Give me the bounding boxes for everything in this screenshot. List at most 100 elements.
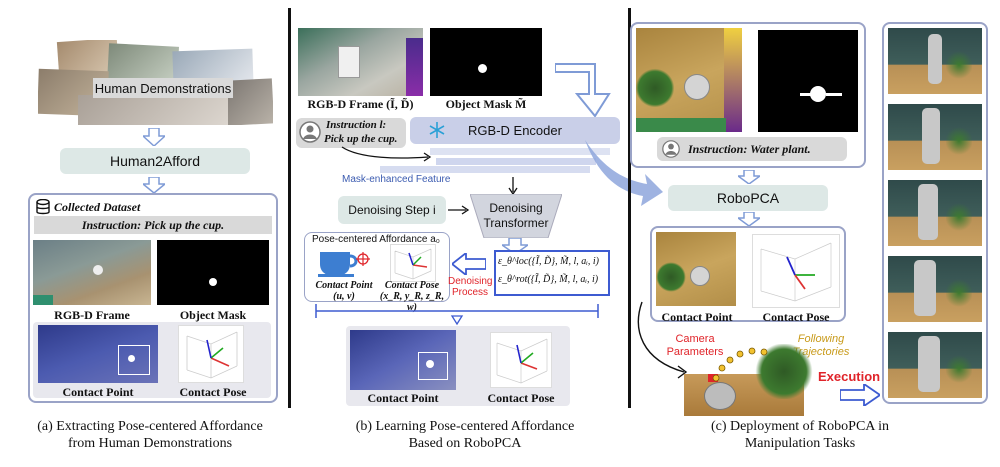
denoising-process-line1: Denoising: [448, 276, 493, 287]
denoising-step-box: Denoising Step i: [338, 196, 446, 224]
instruction-label: Instruction: Pick up the cup.: [81, 217, 225, 232]
eps-loc: ε_θ^loc({Ĩ, D̃}, M̃, l, aᵢ, i): [498, 256, 599, 267]
contact-point-text: Contact Point(u, v): [314, 280, 374, 302]
down-arrow-icon: [738, 170, 760, 184]
human2afford-box: Human2Afford: [60, 148, 250, 174]
caption-a-line1: (a) Extracting Pose-centered Affordance: [37, 419, 263, 434]
task-instruction-label: Instruction: Water plant.: [688, 142, 811, 156]
contact-pose-line2: (x_R, y_R, z_R, w): [379, 291, 445, 313]
camera-parameters-line1: Camera: [675, 333, 715, 345]
camera-parameters-line2: Parameters: [666, 346, 724, 358]
task-rgb-image: [636, 28, 742, 132]
feature-arrow: [508, 177, 518, 195]
rgbd-frame-label: RGB-D Frame: [54, 308, 130, 322]
execution-frame-4: [888, 256, 982, 322]
result-contact-image: [350, 330, 456, 390]
epsilon-box: [494, 250, 610, 296]
contact-point-image: [38, 325, 158, 383]
rgbd-frame-image-b: [298, 28, 423, 96]
caption-b-line2: Based on RoboPCA: [408, 436, 522, 451]
mask-enhanced-feature-label: Mask-enhanced Feature: [342, 174, 451, 185]
rgbd-encoder-box: RGB-D Encoder: [410, 117, 620, 144]
feature-bar-2: [436, 158, 596, 165]
user-icon: [299, 121, 321, 143]
contact-pose-label: Contact Pose: [179, 385, 247, 399]
robopca-box: RoboPCA: [668, 185, 828, 211]
denoising-transformer-line2: Transformer: [483, 216, 549, 230]
contact-pose-line1: Contact Pose: [384, 280, 440, 291]
execution-frame-3: [888, 180, 982, 246]
task-mask-image: [758, 30, 858, 132]
execution-label: Execution: [818, 369, 881, 384]
down-arrow-icon: [143, 177, 165, 193]
caption-b: (b) Learning Pose-centered Affordance Ba…: [300, 418, 630, 452]
trajectory-dots: [712, 347, 768, 382]
caption-c-line1: (c) Deployment of RoboPCA in: [710, 419, 890, 434]
instruction-bar: Instruction: Pick up the cup.: [34, 216, 272, 234]
feature-bar-3: [380, 166, 590, 173]
collected-dataset-label: Collected Dataset: [54, 200, 141, 214]
feature-bar-1: [430, 148, 610, 155]
left-arrow-icon: [452, 253, 486, 275]
pose-plot-small: [390, 244, 436, 282]
down-arrow-icon: [555, 63, 611, 118]
caption-a: (a) Extracting Pose-centered Affordance …: [0, 418, 300, 452]
down-arrow-icon: [738, 212, 760, 226]
rgbd-frame-label-b: RGB-D Frame (Ĩ, D̃): [307, 97, 414, 111]
task-instruction-bar: [657, 137, 847, 161]
rgbd-frame-image: [33, 240, 151, 305]
following-trajectories-line1: Following: [797, 333, 845, 345]
object-mask-label-b: Object Mask M̃: [445, 97, 527, 111]
user-icon: [662, 140, 680, 158]
prediction-contact-point-label: Contact Point: [661, 310, 733, 324]
caption-c: (c) Deployment of RoboPCA in Manipulatio…: [670, 418, 930, 452]
contact-point-line2: (u, v): [333, 291, 355, 302]
caption-a-line2: from Human Demonstrations: [67, 436, 233, 451]
divider-left: [288, 8, 291, 408]
instruction-connector: [341, 146, 432, 162]
object-mask-label: Object Mask: [179, 308, 247, 322]
rgbd-encoder-label: RGB-D Encoder: [468, 123, 562, 138]
caption-b-line1: (b) Learning Pose-centered Affordance: [355, 419, 575, 434]
down-arrow-icon: [502, 238, 528, 254]
down-arrow-icon: [143, 128, 165, 146]
right-arrow-icon: [840, 384, 880, 406]
right-arrow-icon: [585, 140, 663, 206]
robopca-label: RoboPCA: [716, 190, 780, 206]
database-icon: [36, 199, 50, 215]
demo-collage: Human Demonstrations: [38, 40, 273, 125]
instruction-line2: Pick up the cup.: [324, 133, 398, 145]
execution-frame-2: [888, 104, 982, 170]
denoising-transformer-line1: Denoising: [489, 201, 543, 215]
caption-c-line2: Manipulation Tasks: [744, 436, 856, 451]
contact-pose-plot: [178, 325, 244, 383]
prediction-contact-image: [656, 232, 736, 306]
contact-pose-text: Contact Pose(x_R, y_R, z_R, w): [374, 280, 450, 313]
execution-frame-1: [888, 28, 982, 94]
pose-centered-affordance-label: Pose-centered Affordance a₀: [312, 234, 440, 245]
bracket-line: [315, 304, 599, 326]
eps-rot: ε_θ^rot({Ĩ, D̃}, M̃, l, aᵢ, i): [498, 274, 599, 285]
denoising-transformer-shape: [470, 194, 562, 238]
contact-point-label: Contact Point: [62, 385, 134, 399]
divider-right: [628, 8, 631, 408]
trajectory-connector: [637, 301, 688, 379]
prediction-pose-plot: [752, 234, 840, 308]
denoising-process-line2: Process: [451, 287, 489, 298]
instruction-line1: Instruction l:: [326, 119, 387, 131]
result-pose-plot: [490, 332, 552, 388]
cup-icon: [318, 252, 358, 277]
prediction-contact-pose-label: Contact Pose: [762, 310, 830, 324]
object-mask-image: [157, 240, 269, 305]
human-demonstrations-label: Human Demonstrations: [94, 80, 232, 96]
snowflake-icon: [429, 122, 445, 138]
human2afford-label: Human2Afford: [109, 153, 200, 169]
step-arrow: [448, 205, 470, 215]
denoising-step-label: Denoising Step i: [348, 203, 436, 217]
crosshair-icon: [356, 252, 370, 266]
contact-point-line1: Contact Point: [315, 280, 373, 291]
result-contact-pose-label: Contact Pose: [487, 391, 555, 405]
execution-frame-5: [888, 332, 982, 398]
